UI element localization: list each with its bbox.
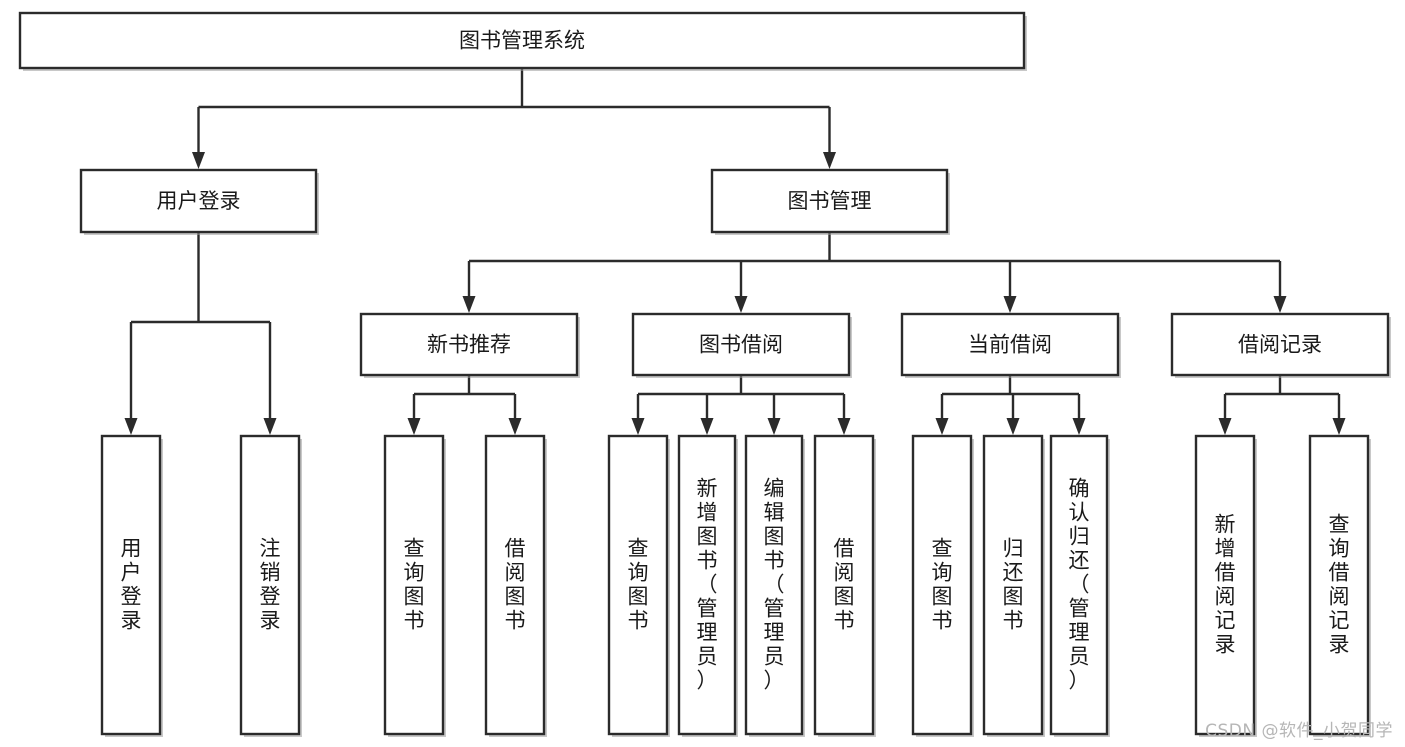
node-box[interactable]	[79, 168, 318, 234]
node-leaf-br-add[interactable]: 新增借阅记录	[1194, 434, 1257, 737]
node-label: 图书管理系统	[459, 29, 585, 53]
node-leaf-cb-confirm[interactable]: 确认归还（管理员）	[1049, 434, 1110, 737]
node-label: 查询图书	[932, 537, 953, 633]
node-label: 图书借阅	[699, 333, 783, 357]
node-label: 新增借阅记录	[1215, 513, 1236, 657]
node-leaf-logout[interactable]: 注销登录	[239, 434, 302, 737]
node-label: 查询图书	[628, 537, 649, 633]
node-leaf-br-query[interactable]: 查询借阅记录	[1308, 434, 1371, 737]
node-label: 确认归还（管理员）	[1069, 477, 1090, 693]
node-box[interactable]	[982, 434, 1044, 736]
node-box[interactable]	[239, 434, 301, 736]
node-label: 注销登录	[260, 537, 281, 633]
node-borrow-record[interactable]: 借阅记录	[1170, 312, 1391, 378]
node-new-book-rec[interactable]: 新书推荐	[359, 312, 580, 378]
node-book-manage[interactable]: 图书管理	[710, 168, 950, 235]
node-box[interactable]	[607, 434, 669, 736]
node-box[interactable]	[484, 434, 546, 736]
node-box[interactable]	[744, 434, 804, 736]
node-box[interactable]	[18, 11, 1026, 70]
node-label: 借阅图书	[505, 537, 526, 633]
connector-group	[935, 375, 1086, 435]
node-current-borrow[interactable]: 当前借阅	[900, 312, 1121, 378]
node-user-login[interactable]: 用户登录	[79, 168, 319, 235]
node-leaf-bb-query[interactable]: 查询图书	[607, 434, 670, 737]
node-label: 用户登录	[157, 189, 241, 213]
node-leaf-user-login[interactable]: 用户登录	[100, 434, 163, 737]
node-box[interactable]	[1170, 312, 1390, 377]
node-leaf-cb-return[interactable]: 归还图书	[982, 434, 1045, 737]
node-box[interactable]	[383, 434, 445, 736]
node-leaf-bb-edit[interactable]: 编辑图书（管理员）	[744, 434, 805, 737]
node-label: 查询借阅记录	[1329, 513, 1350, 657]
node-leaf-bb-borrow[interactable]: 借阅图书	[813, 434, 876, 737]
node-leaf-bb-add[interactable]: 新增图书（管理员）	[677, 434, 738, 737]
node-label: 查询图书	[404, 537, 425, 633]
connector-group	[407, 375, 522, 435]
node-box[interactable]	[911, 434, 973, 736]
node-box[interactable]	[710, 168, 949, 234]
watermark-label: CSDN @软件_小贺同学	[1205, 721, 1393, 741]
node-box[interactable]	[631, 312, 851, 377]
node-label: 编辑图书（管理员）	[764, 477, 785, 693]
node-label: 图书管理	[788, 189, 872, 213]
connector-layer	[124, 68, 1346, 435]
node-label: 借阅记录	[1238, 333, 1322, 357]
connector-group	[1218, 375, 1346, 435]
node-label: 新书推荐	[427, 333, 511, 357]
node-book-borrow[interactable]: 图书借阅	[631, 312, 852, 378]
node-box[interactable]	[1049, 434, 1109, 736]
connector-group	[462, 232, 1287, 313]
node-label: 借阅图书	[834, 537, 855, 633]
node-box[interactable]	[900, 312, 1120, 377]
node-label: 归还图书	[1003, 537, 1024, 633]
connector-group	[192, 68, 836, 169]
node-root[interactable]: 图书管理系统	[18, 11, 1027, 71]
node-box[interactable]	[1194, 434, 1256, 736]
node-box[interactable]	[813, 434, 875, 736]
node-box[interactable]	[359, 312, 579, 377]
node-box[interactable]	[677, 434, 737, 736]
node-label: 用户登录	[121, 537, 142, 633]
node-leaf-cb-query[interactable]: 查询图书	[911, 434, 974, 737]
node-label: 新增图书（管理员）	[697, 477, 718, 693]
node-leaf-rec-borrow[interactable]: 借阅图书	[484, 434, 547, 737]
node-label: 当前借阅	[968, 333, 1052, 357]
connector-group	[631, 375, 851, 435]
node-box[interactable]	[1308, 434, 1370, 736]
node-leaf-rec-query[interactable]: 查询图书	[383, 434, 446, 737]
connector-group	[124, 232, 277, 435]
node-box[interactable]	[100, 434, 162, 736]
node-layer: 图书管理系统用户登录图书管理新书推荐图书借阅当前借阅借阅记录用户登录注销登录查询…	[18, 11, 1391, 737]
